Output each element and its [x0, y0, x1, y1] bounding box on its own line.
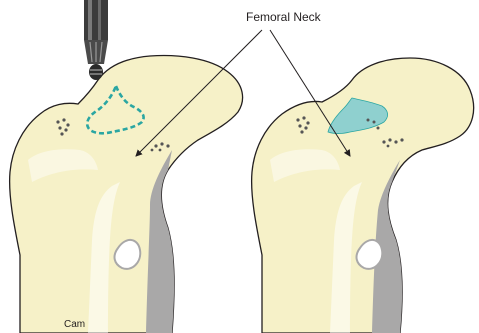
right-femur	[252, 58, 474, 333]
right-femur-outline	[252, 58, 474, 333]
burr-instrument-icon	[84, 0, 108, 80]
left-femur-outline	[10, 56, 243, 333]
cam-label: Cam	[64, 319, 85, 330]
left-femur	[10, 56, 243, 333]
femoral-neck-label: Femoral Neck	[246, 10, 321, 24]
